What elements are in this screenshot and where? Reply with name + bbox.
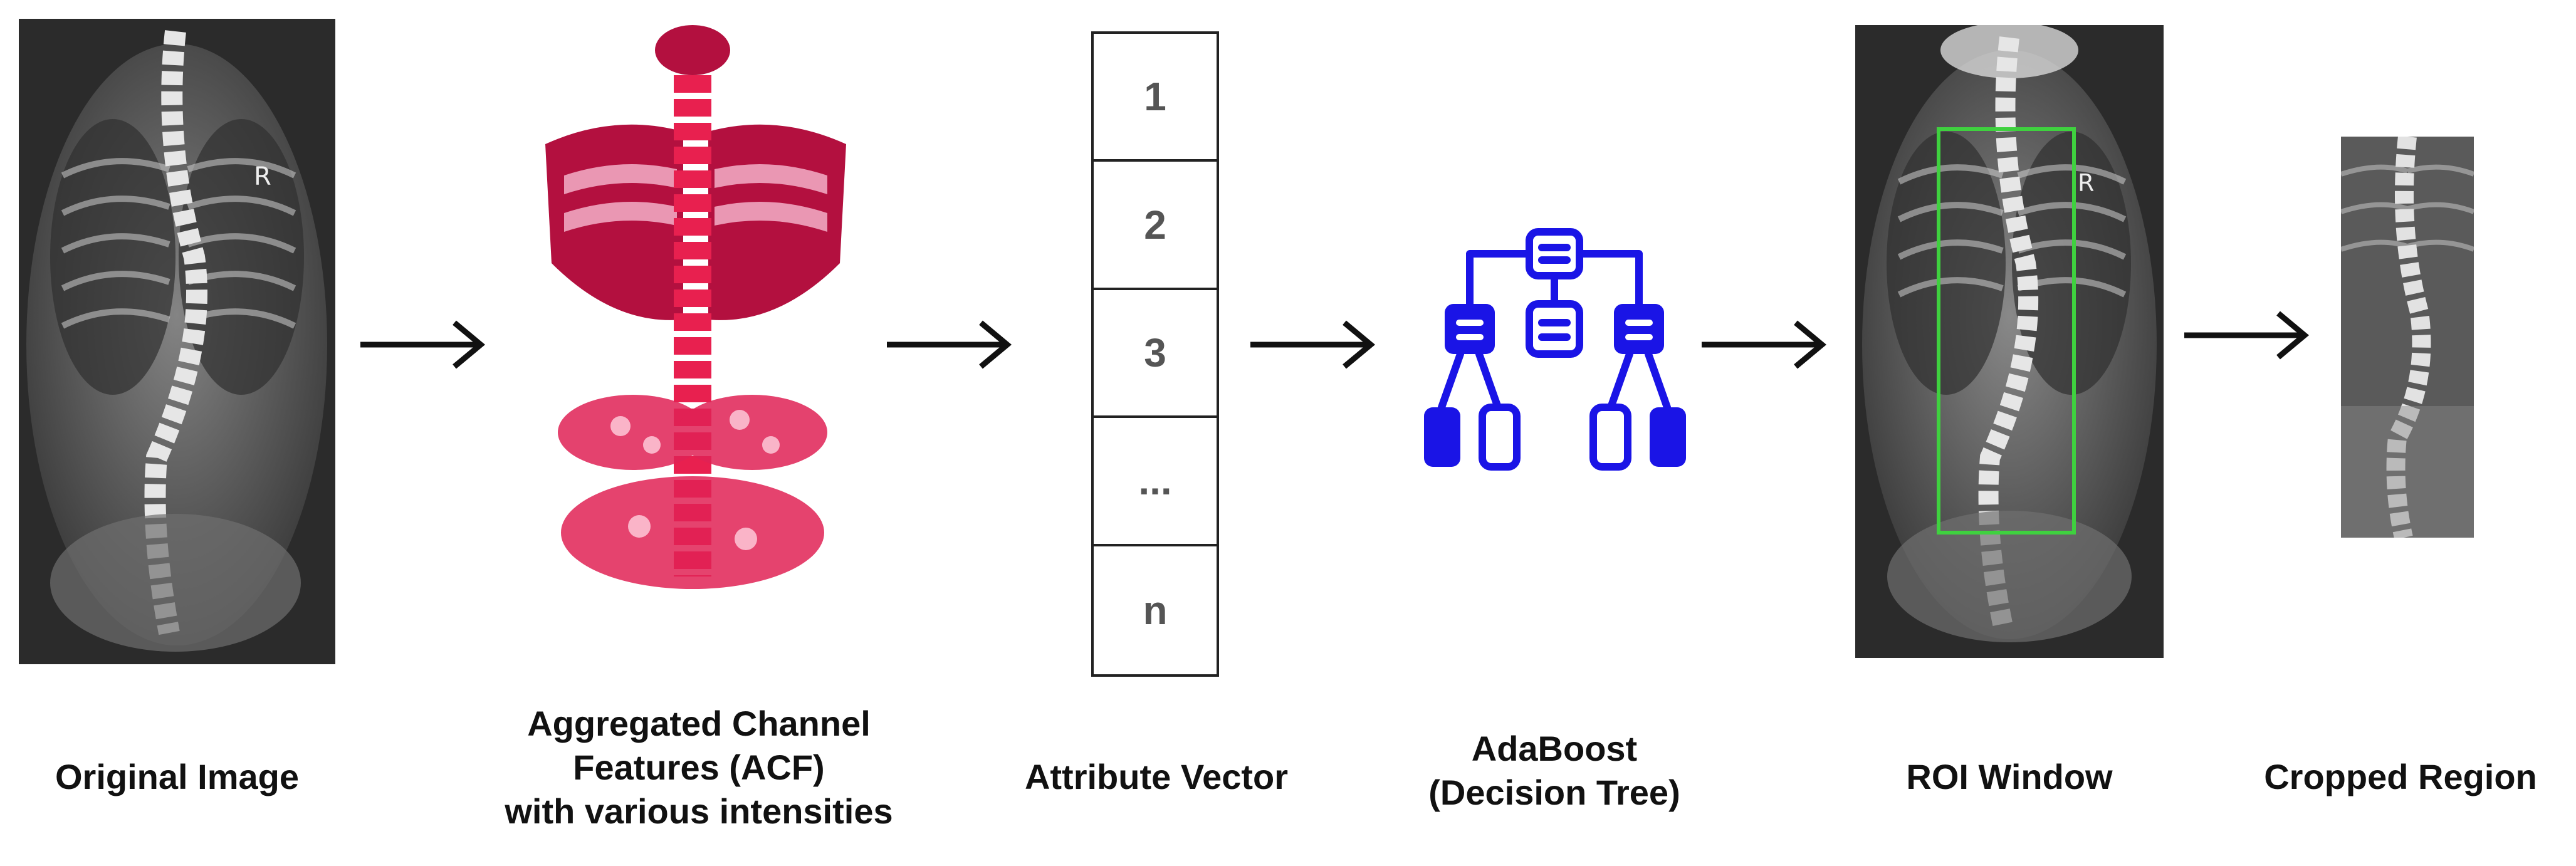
svg-text:R: R bbox=[254, 162, 271, 191]
vector-cell: n bbox=[1143, 587, 1168, 633]
label-original-image: Original Image bbox=[55, 757, 299, 796]
label-acf: Aggregated Channel Features (ACF) with v… bbox=[439, 702, 959, 833]
vector-cell: ... bbox=[1094, 418, 1217, 546]
arrow-icon bbox=[1702, 320, 1827, 369]
original-xray-image: R bbox=[19, 19, 335, 664]
arrow-icon bbox=[1250, 320, 1376, 369]
arrow-icon bbox=[360, 320, 486, 369]
attribute-vector: 1 2 3 ... n bbox=[1091, 31, 1219, 677]
label-adaboost-line2: (Decision Tree) bbox=[1428, 773, 1680, 812]
cropped-xray-image bbox=[2341, 137, 2474, 538]
vector-cell: 1 bbox=[1094, 34, 1217, 162]
label-adaboost-line1: AdaBoost bbox=[1471, 729, 1638, 768]
arrow-icon bbox=[887, 320, 1012, 369]
vector-cell: 3 bbox=[1094, 290, 1217, 419]
label-attribute-vector: Attribute Vector bbox=[1024, 757, 1289, 796]
svg-text:R: R bbox=[2078, 169, 2094, 197]
label-adaboost: AdaBoost (Decision Tree) bbox=[1410, 727, 1699, 815]
label-cropped-region: Cropped Region bbox=[2264, 757, 2537, 796]
label-acf-line3: with various intensities bbox=[505, 791, 893, 831]
label-acf-line1: Aggregated Channel bbox=[527, 704, 871, 743]
label-acf-line2: Features (ACF) bbox=[573, 748, 825, 787]
arrow-icon bbox=[2184, 311, 2310, 360]
decision-tree-icon bbox=[1424, 228, 1686, 471]
roi-xray-image: R bbox=[1855, 25, 2164, 658]
label-roi-window: ROI Window bbox=[1906, 757, 2113, 796]
roi-bounding-box bbox=[1937, 127, 2076, 535]
vector-cell: 2 bbox=[1094, 162, 1217, 290]
acf-heatmap-image bbox=[545, 25, 846, 589]
